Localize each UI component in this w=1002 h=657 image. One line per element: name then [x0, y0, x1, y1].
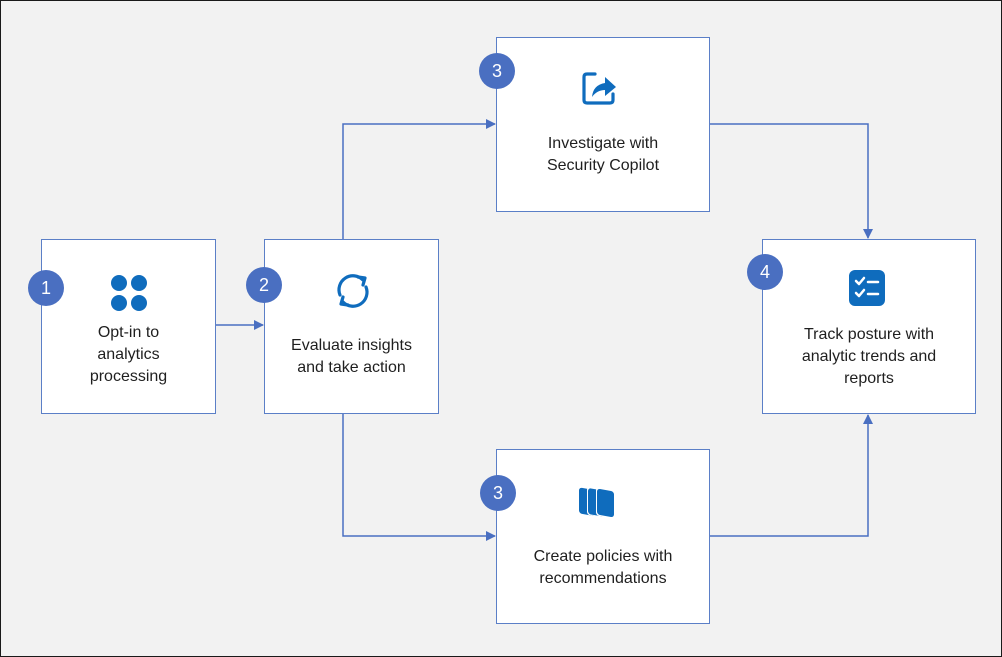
step-track-box: Track posture with analytic trends and r… [762, 239, 976, 414]
step-policies-label: Create policies with recommendations [533, 548, 673, 587]
step-opt-in-label: Opt-in to analytics processing [89, 324, 168, 385]
step-evaluate-badge: 2 [246, 267, 282, 303]
step-policies-badge: 3 [480, 475, 516, 511]
arrow-investigate-to-track [709, 123, 873, 239]
step-track-badge: 4 [747, 254, 783, 290]
step-track-label: Track posture with analytic trends and r… [801, 326, 937, 387]
checklist-icon [849, 270, 885, 306]
step-investigate-badge: 3 [479, 53, 515, 89]
step-policies-box: Create policies with recommendations [496, 449, 710, 624]
apps-grid-icon [111, 275, 147, 311]
step-opt-in-box: Opt-in to analytics processing [41, 239, 216, 414]
arrow-evaluate-to-investigate [342, 119, 496, 239]
stacked-documents-icon [579, 487, 614, 519]
step-opt-in-badge: 1 [28, 270, 64, 306]
step-evaluate-label: Evaluate insights and take action [291, 337, 412, 376]
share-arrow-icon [582, 72, 616, 105]
step-investigate-label: Investigate with Security Copilot [546, 135, 660, 174]
step-evaluate-box: Evaluate insights and take action [264, 239, 439, 414]
step-investigate-box: Investigate with Security Copilot [496, 37, 710, 212]
arrow-policies-to-track [709, 414, 873, 537]
refresh-cycle-icon [337, 274, 369, 308]
arrow-evaluate-to-policies [342, 413, 496, 541]
